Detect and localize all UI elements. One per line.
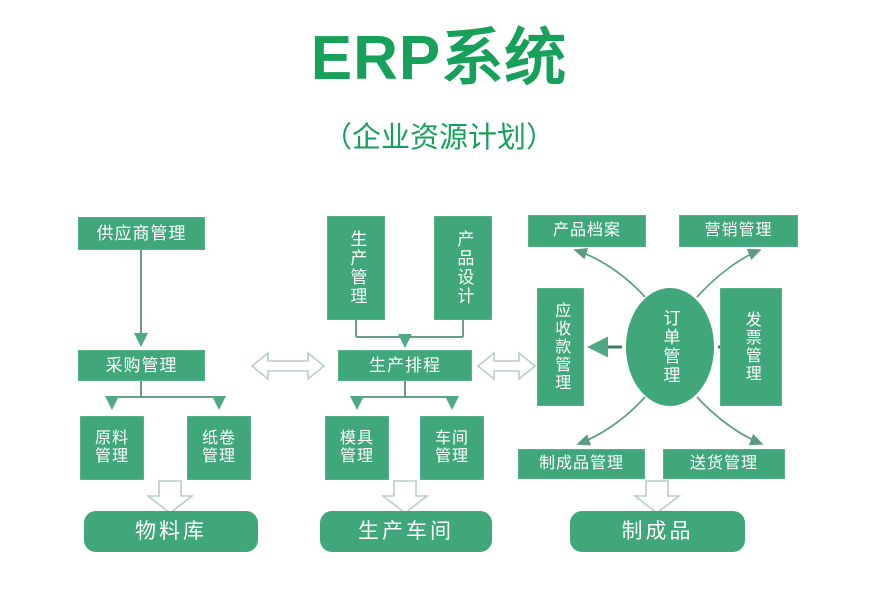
link-scheduling-to-mold-workshop <box>350 381 459 410</box>
node-label: 送货管理 <box>689 455 758 473</box>
link-materials-to-warehouse <box>145 480 195 515</box>
node-label: 制成品管理 <box>538 455 624 473</box>
node-label: 产品档案 <box>552 222 621 240</box>
node-order-mgmt[interactable]: 订单管理 <box>626 288 714 406</box>
node-workshop-mgmt[interactable]: 车间 管理 <box>420 416 484 480</box>
node-product-archive[interactable]: 产品档案 <box>528 215 646 247</box>
node-label: 生产车间 <box>358 519 454 543</box>
node-label: 营销管理 <box>704 222 773 240</box>
node-paper-roll-mgmt[interactable]: 纸卷 管理 <box>187 416 251 480</box>
node-supplier-mgmt[interactable]: 供应商管理 <box>78 217 205 250</box>
link-production-design-to-scheduling <box>355 320 464 348</box>
node-label: 制成品 <box>621 519 694 543</box>
node-invoice-mgmt[interactable]: 发票管理 <box>720 288 782 406</box>
node-label: 纸卷 管理 <box>201 430 236 465</box>
node-label: 订单管理 <box>660 309 680 385</box>
node-material-warehouse[interactable]: 物料库 <box>84 511 258 552</box>
link-to-finished-goods <box>632 480 682 515</box>
link-order-to-finished-goods-mgmt <box>576 396 646 446</box>
link-mold-workshop-to-production-workshop <box>380 480 430 515</box>
link-scheduling-receivables-bidirectional <box>476 351 537 381</box>
node-receivables-mgmt[interactable]: 应收款管理 <box>537 288 584 406</box>
node-marketing-mgmt[interactable]: 营销管理 <box>679 215 798 247</box>
node-product-design[interactable]: 产品设计 <box>434 216 492 320</box>
node-procurement-mgmt[interactable]: 采购管理 <box>78 350 205 381</box>
link-procurement-scheduling-bidirectional <box>250 351 326 381</box>
node-label: 生产管理 <box>347 230 367 306</box>
node-label: 供应商管理 <box>96 223 187 243</box>
node-label: 产品设计 <box>454 230 474 306</box>
node-delivery-mgmt[interactable]: 送货管理 <box>663 449 785 479</box>
node-finished-goods[interactable]: 制成品 <box>570 511 745 552</box>
node-production-workshop[interactable]: 生产车间 <box>320 511 492 552</box>
node-label: 发票管理 <box>742 311 760 383</box>
page-subtitle: （企业资源计划） <box>322 122 555 154</box>
node-production-mgmt[interactable]: 生产管理 <box>327 216 385 320</box>
link-order-to-product-archive <box>573 247 646 298</box>
node-label: 物料库 <box>135 519 207 543</box>
node-label: 模具 管理 <box>339 430 374 465</box>
node-label: 车间 管理 <box>434 430 469 465</box>
node-label: 生产排程 <box>369 355 441 375</box>
node-label: 采购管理 <box>105 355 178 375</box>
node-label: 应收款管理 <box>552 302 570 392</box>
node-finished-goods-mgmt[interactable]: 制成品管理 <box>518 449 645 479</box>
node-mold-mgmt[interactable]: 模具 管理 <box>325 416 389 480</box>
node-raw-material-mgmt[interactable]: 原料 管理 <box>80 416 144 480</box>
node-label: 原料 管理 <box>94 430 129 465</box>
link-procurement-to-materials <box>105 381 226 410</box>
node-production-scheduling[interactable]: 生产排程 <box>338 350 472 381</box>
page-title: ERP系统 <box>310 24 568 93</box>
